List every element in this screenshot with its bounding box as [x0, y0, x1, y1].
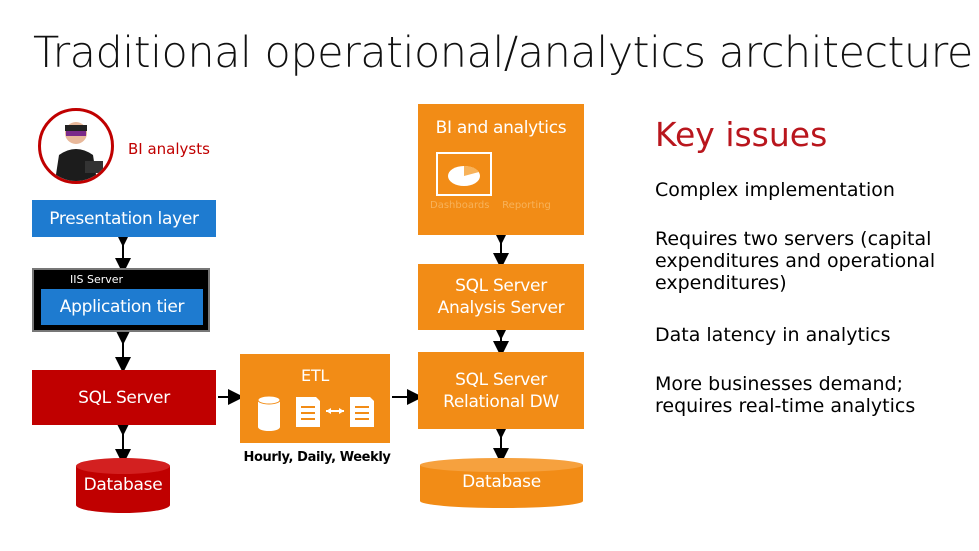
iis-server-label: IIS Server [70, 273, 124, 286]
bi-analyst-avatar [38, 108, 114, 184]
analysis-server-box: SQL Server Analysis Server [418, 264, 584, 330]
relational-dw-label: SQL Server Relational DW [443, 369, 559, 412]
issue-item-4: More businesses demand; requires real-ti… [655, 373, 916, 417]
application-tier-label: Application tier [59, 297, 185, 317]
bi-analysts-label: BI analysts [128, 140, 210, 158]
page-title: Traditional operational/analytics archit… [33, 28, 973, 78]
issue-item-3: Data latency in analytics [655, 324, 891, 346]
sql-server-label: SQL Server [78, 387, 170, 408]
database-left-cylinder [76, 458, 170, 513]
analysis-server-label: SQL Server Analysis Server [437, 276, 565, 318]
database-right-label: Database [462, 472, 541, 492]
database-right-cylinder [420, 458, 583, 508]
issue-item-1: Complex implementation [655, 179, 895, 201]
relational-dw-box: SQL Server Relational DW [418, 352, 584, 429]
application-tier-box: Application tier [41, 289, 203, 325]
presentation-layer-label: Presentation layer [49, 208, 199, 229]
etl-icons [257, 395, 374, 431]
bi-analytics-box [418, 104, 584, 235]
dashboards-reporting-label: Dashboards Reporting [430, 200, 551, 211]
database-left-label: Database [83, 475, 163, 495]
issue-item-2: Requires two servers (capital expenditur… [655, 228, 936, 294]
etl-schedule-label: Hourly, Daily, Weekly [243, 450, 391, 465]
dashboard-icon [436, 152, 492, 196]
key-issues-title: Key issues [655, 115, 828, 154]
etl-label: ETL [301, 366, 329, 385]
bi-analytics-label: BI and analytics [435, 118, 567, 138]
sql-server-box: SQL Server [32, 370, 216, 425]
presentation-layer-box: Presentation layer [32, 200, 216, 237]
